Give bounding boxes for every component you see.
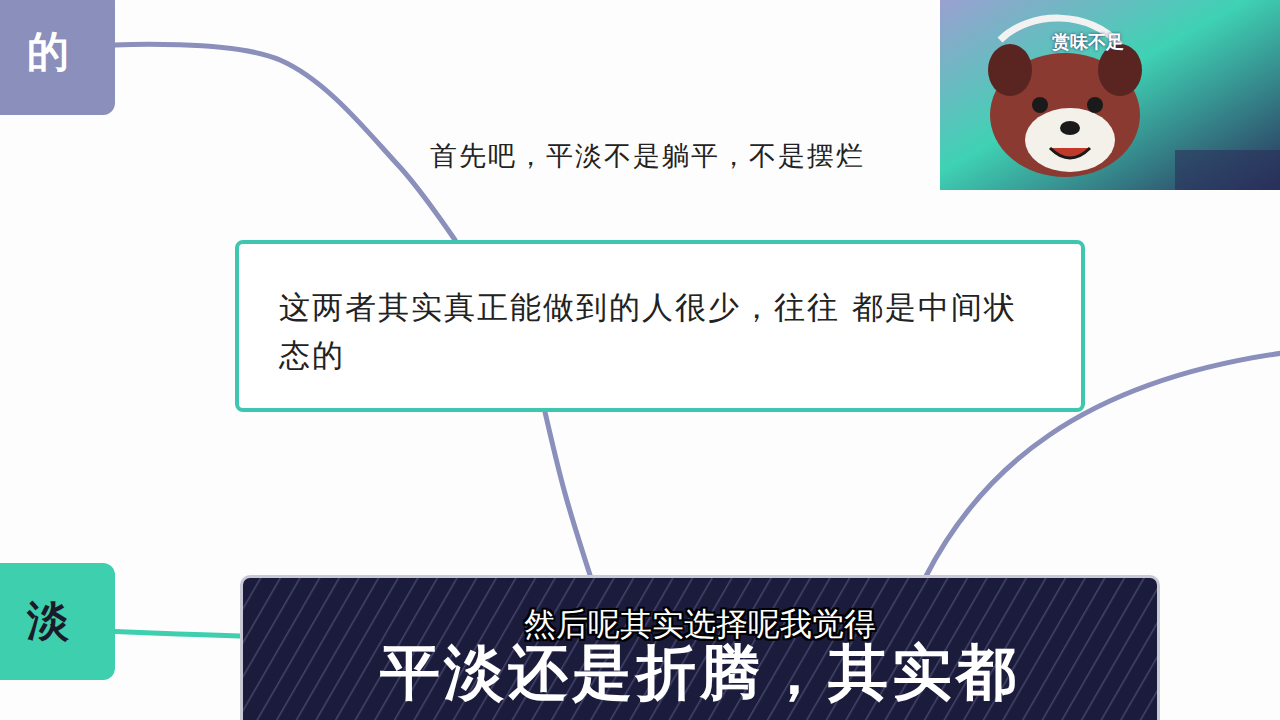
node-text: 平淡还是折腾，其实都 bbox=[380, 638, 1020, 707]
branch-connector bbox=[545, 412, 590, 575]
watermark: 赏味不足 bbox=[1052, 30, 1124, 54]
panda-eye bbox=[1087, 97, 1103, 113]
note-box: 这两者其实真正能做到的人很少，往往 都是中间状态的 bbox=[235, 240, 1085, 412]
panda-ear bbox=[988, 44, 1032, 96]
branch-box: 淡 bbox=[0, 563, 115, 680]
branch-box: 的 bbox=[0, 0, 115, 115]
branch-connector bbox=[115, 44, 455, 240]
subtitle: 然后呢其实选择呢我觉得 bbox=[240, 603, 1160, 647]
webcam-ground bbox=[940, 0, 1280, 190]
panda-muzzle bbox=[1025, 108, 1115, 172]
note-text: 首先吧，平淡不是躺平，不是摆烂 bbox=[430, 138, 865, 174]
node-text: 的 bbox=[27, 28, 69, 76]
central-topic: 平淡还是折腾，其实都 bbox=[240, 575, 1160, 720]
panda-nose bbox=[1060, 121, 1080, 135]
panda-body bbox=[1175, 150, 1280, 190]
node-text: 这两者其实真正能做到的人很少，往往 都是中间状态的 bbox=[279, 283, 1041, 379]
panda-mouth bbox=[1050, 148, 1090, 158]
webcam-picture bbox=[940, 0, 1280, 190]
node-text: 淡 bbox=[27, 597, 69, 645]
branch-connector bbox=[115, 632, 240, 637]
panda-eye bbox=[1032, 97, 1048, 113]
